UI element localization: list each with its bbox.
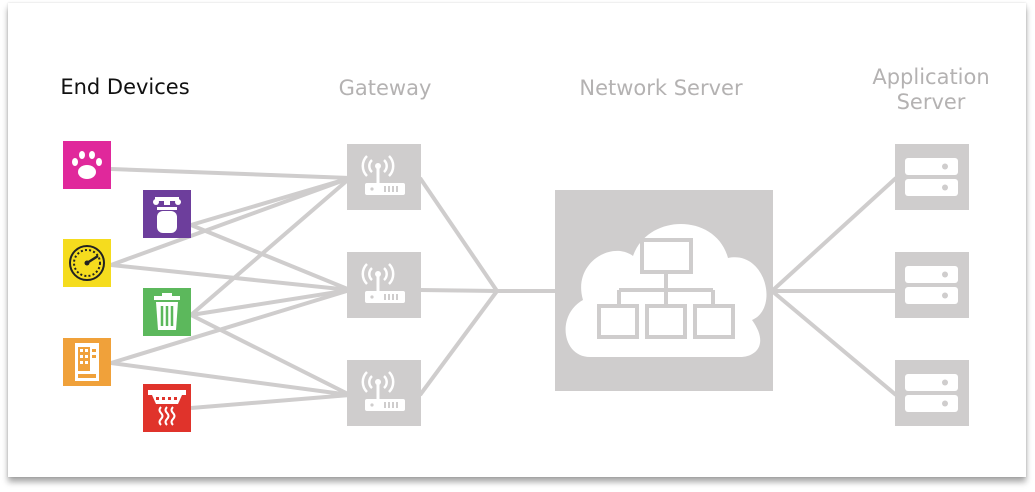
application-server-heading-line1: Application [872,65,990,89]
pet-tracker-device [63,141,111,189]
gateway-3 [347,360,421,426]
smoke-detector-icon [148,390,186,426]
wireless-router-icon [361,371,405,411]
server-icon [905,374,958,412]
waste-bin-device [143,288,191,336]
server-icon [905,266,958,304]
meter-device [63,239,111,287]
gauge-icon [69,245,105,281]
wireless-router-icon [361,155,405,195]
link [190,313,351,397]
link [770,289,898,397]
application-server-heading-line2: Server [896,90,966,114]
application-server-heading: Application Server [850,65,1012,115]
link [418,289,499,397]
connection-links [110,167,898,410]
link [110,176,351,267]
application-server-1 [895,144,969,210]
network-server [555,190,773,391]
gas-sensor-device [143,190,191,238]
gateway-1 [347,144,421,210]
application-server-2 [895,252,969,318]
vending-machine-device [63,338,111,386]
link [190,393,351,410]
smoke-detector-device [143,384,191,432]
link [110,288,351,365]
network-server-heading: Network Server [579,76,743,100]
paw-icon [72,151,102,179]
link [110,167,351,180]
gas-cylinder-icon [153,197,181,233]
link [418,176,499,293]
link [770,176,898,293]
gateway-2 [347,252,421,318]
cloud-network-icon [565,223,767,357]
link [110,361,351,397]
link [419,288,498,293]
link [189,176,352,317]
application-server-3 [895,360,969,426]
gateway-heading: Gateway [338,76,432,100]
vending-machine-icon [75,343,99,381]
link [110,263,351,292]
link [190,288,351,317]
link [190,223,351,292]
end-devices-heading: End Devices [60,75,190,99]
wireless-router-icon [361,263,405,303]
server-icon [905,158,958,196]
